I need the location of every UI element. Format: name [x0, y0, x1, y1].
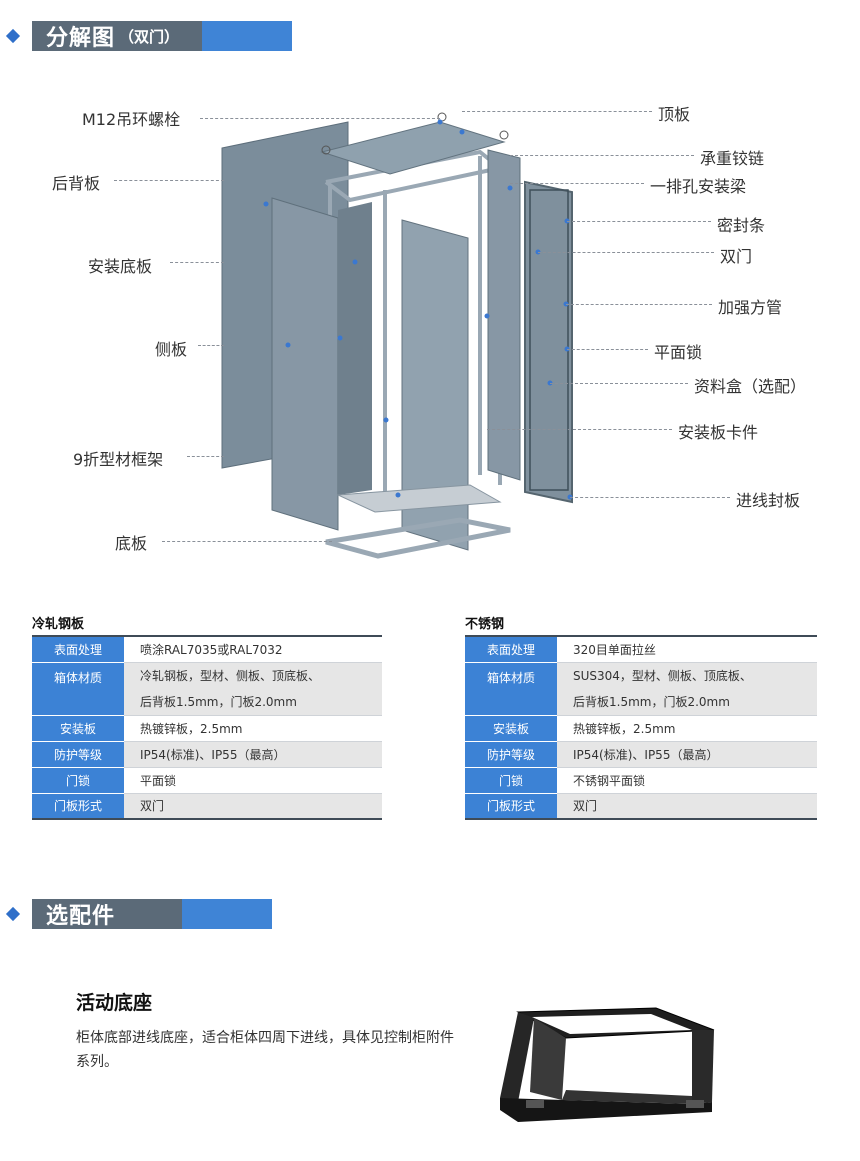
- accessory-title: 活动底座: [76, 992, 153, 1014]
- callout-square-tube: 加强方管: [718, 298, 783, 317]
- spec-value: IP54(标准)、IP55（最高）: [557, 741, 817, 768]
- callout-cable-entry: 进线封板: [736, 491, 801, 510]
- leader-line: [487, 429, 672, 430]
- callout-side-panel: 侧板: [155, 340, 188, 359]
- spec-key: 箱体材质: [32, 662, 124, 716]
- spec-key: 门锁: [32, 767, 124, 794]
- leader-line: [510, 183, 644, 184]
- callout-document-box: 资料盒（选配）: [694, 377, 807, 396]
- section-header-accessories: 选配件: [5, 899, 272, 929]
- spec-value: 热镀锌板，2.5mm: [557, 715, 817, 742]
- leader-line: [538, 252, 714, 253]
- leader-line: [162, 541, 332, 542]
- spec-key: 门锁: [465, 767, 557, 794]
- section-subtitle: （双门）: [119, 27, 180, 46]
- spec-key: 表面处理: [32, 636, 124, 663]
- callout-bottom-plate: 底板: [115, 534, 148, 553]
- exploded-diagram: M12吊环螺栓 后背板 安装底板 侧板 9折型材框架 底板 顶板 承重铰链 一排…: [0, 90, 860, 560]
- spec-value: 双门: [557, 793, 817, 820]
- leader-line: [170, 262, 224, 263]
- spec-title-cold-rolled: 冷轧钢板: [32, 617, 85, 632]
- spec-value: SUS304，型材、侧板、顶底板、后背板1.5mm，门板2.0mm: [557, 662, 817, 716]
- spec-key: 箱体材质: [465, 662, 557, 716]
- spec-value: 喷涂RAL7035或RAL7032: [124, 636, 382, 663]
- spec-key: 防护等级: [32, 741, 124, 768]
- spec-value: IP54(标准)、IP55（最高）: [124, 741, 382, 768]
- callout-frame: 9折型材框架: [73, 450, 164, 469]
- leader-line: [567, 221, 711, 222]
- leader-line: [200, 118, 440, 119]
- spec-table-cold-rolled: 表面处理喷涂RAL7035或RAL7032 箱体材质冷轧钢板，型材、侧板、顶底板…: [32, 635, 382, 820]
- table-row: 门板形式双门: [465, 793, 817, 820]
- table-row: 门锁平面锁: [32, 767, 382, 794]
- spec-value: 平面锁: [124, 767, 382, 794]
- section-title: 选配件: [46, 904, 116, 929]
- accessory-description: 柜体底部进线底座，适合柜体四周下进线，具体见控制柜附件系列。: [76, 1030, 454, 1070]
- table-row: 安装板热镀锌板，2.5mm: [32, 715, 382, 742]
- section-header-exploded: 分解图 （双门）: [5, 21, 292, 51]
- callout-rear-panel: 后背板: [52, 174, 101, 193]
- callout-eyebolt: M12吊环螺栓: [82, 110, 181, 129]
- leader-line: [570, 497, 730, 498]
- leader-line: [550, 383, 688, 384]
- spec-value: 冷轧钢板，型材、侧板、顶底板、后背板1.5mm，门板2.0mm: [124, 662, 382, 716]
- callout-plate-clip: 安装板卡件: [678, 423, 759, 442]
- spec-value-line: 冷轧钢板，型材、侧板、顶底板、: [140, 668, 321, 683]
- spec-value: 320目单面拉丝: [557, 636, 817, 663]
- spec-title-stainless: 不锈钢: [465, 617, 505, 632]
- leader-line: [567, 349, 648, 350]
- section-title-bar: 分解图 （双门）: [32, 21, 202, 51]
- callout-hinge: 承重铰链: [700, 149, 765, 168]
- table-row: 门锁不锈钢平面锁: [465, 767, 817, 794]
- spec-key: 表面处理: [465, 636, 557, 663]
- spec-value: 不锈钢平面锁: [557, 767, 817, 794]
- spec-value: 双门: [124, 793, 382, 820]
- callout-double-door: 双门: [720, 247, 753, 266]
- table-row: 门板形式双门: [32, 793, 382, 820]
- section-title: 分解图: [46, 26, 116, 51]
- leader-line: [566, 304, 712, 305]
- callout-flat-lock: 平面锁: [654, 343, 703, 362]
- callout-seal: 密封条: [717, 216, 766, 235]
- spec-key: 安装板: [465, 715, 557, 742]
- section-title-bar: 选配件: [32, 899, 182, 929]
- spec-value-line: SUS304，型材、侧板、顶底板、: [573, 668, 752, 683]
- spec-key: 安装板: [32, 715, 124, 742]
- spec-value-line: 后背板1.5mm，门板2.0mm: [140, 694, 297, 709]
- spec-key: 门板形式: [465, 793, 557, 820]
- leader-line: [114, 180, 224, 181]
- diamond-icon: [5, 906, 21, 922]
- spec-key: 防护等级: [465, 741, 557, 768]
- table-row: 表面处理喷涂RAL7035或RAL7032: [32, 636, 382, 663]
- callout-rail: 一排孔安装梁: [650, 177, 747, 196]
- movable-base-image: [500, 1007, 715, 1122]
- spec-value: 热镀锌板，2.5mm: [124, 715, 382, 742]
- section-accent-bar: [202, 21, 292, 51]
- cabinet-exploded-illustration: [221, 112, 573, 559]
- callout-top-panel: 顶板: [658, 105, 691, 124]
- table-row: 箱体材质冷轧钢板，型材、侧板、顶底板、后背板1.5mm，门板2.0mm: [32, 662, 382, 716]
- callout-mounting-plate: 安装底板: [88, 257, 153, 276]
- spec-value-line: 后背板1.5mm，门板2.0mm: [573, 694, 730, 709]
- table-row: 安装板热镀锌板，2.5mm: [465, 715, 817, 742]
- leader-line: [187, 456, 224, 457]
- section-accent-bar: [182, 899, 272, 929]
- leader-line: [462, 111, 652, 112]
- leader-line: [198, 345, 224, 346]
- spec-key: 门板形式: [32, 793, 124, 820]
- diamond-icon: [5, 28, 21, 44]
- leader-line: [510, 155, 694, 156]
